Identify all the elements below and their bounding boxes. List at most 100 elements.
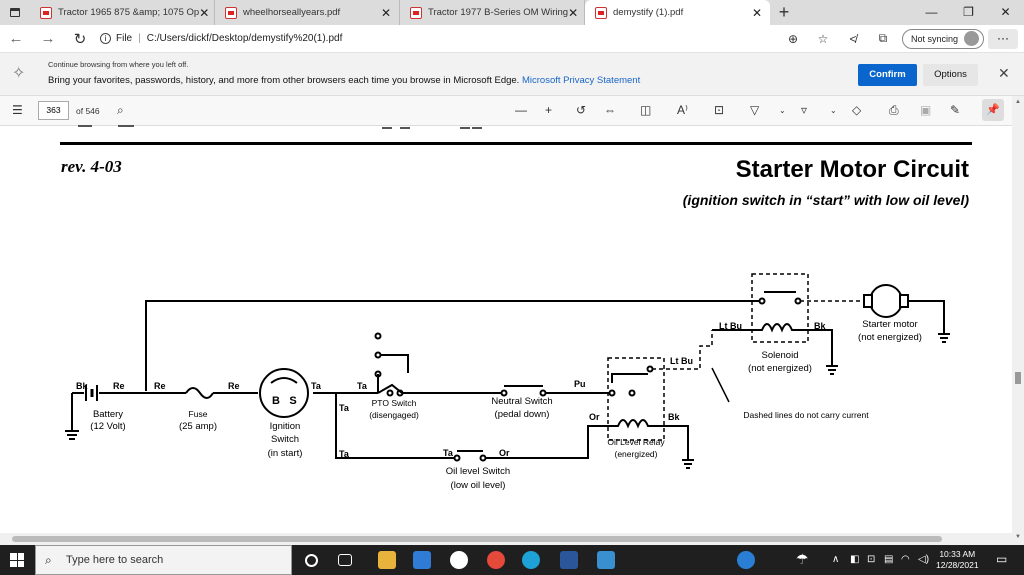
confirm-button[interactable]: Confirm [858,64,917,86]
minimize-icon[interactable]: — [925,5,938,19]
photos-icon[interactable] [597,551,615,569]
favorites-icon[interactable]: ≮ [849,31,857,46]
task-view-icon[interactable] [338,554,352,566]
neutral-switch-label: Neutral Switch [491,396,552,407]
ignition-state-label: (in start) [268,448,303,459]
clock-time: 10:33 AM [939,549,976,559]
favorite-star-icon[interactable]: ☆ [817,31,829,46]
word-icon[interactable] [560,551,578,569]
scroll-up-icon[interactable]: ▲ [1015,99,1021,105]
chrome-icon[interactable] [487,551,505,569]
erase-icon[interactable]: ◇ [852,103,862,117]
chevron-up-icon[interactable]: ∧ [832,554,840,565]
oil-level-relay-symbol [607,330,713,441]
s-terminal-label: S [289,395,296,407]
taskbar-search-input[interactable]: ⌕ Type here to search [35,545,292,575]
options-button[interactable]: Options [923,64,978,86]
forward-icon[interactable]: → [40,30,56,47]
tab-4-active[interactable]: demystify (1).pdf ✕ [585,0,770,25]
chevron-down-icon[interactable]: ⌄ [830,106,837,115]
read-aloud-icon[interactable]: A⁾ [677,103,688,117]
close-icon[interactable]: ✕ [751,5,763,20]
tab-3[interactable]: Tractor 1977 B-Series OM Wiring ✕ [400,0,585,25]
starter-motor-symbol [863,284,945,334]
zoom-in-icon[interactable]: + [545,103,553,117]
windows-start-icon[interactable] [10,553,24,567]
wire-label: Ta [339,403,350,413]
refresh-icon[interactable]: ↻ [73,30,87,48]
page-number-input[interactable]: 363 [38,101,69,120]
page-view-icon[interactable]: ◫ [640,103,652,117]
chevron-down-icon[interactable]: ⌄ [779,106,786,115]
address-icons: ⊕ ☆ ≮ ⧉ [778,31,898,46]
profile-button[interactable]: Not syncing [901,28,984,49]
save-icon[interactable]: ▣ [920,103,932,117]
starter-motor-state: (not energized) [858,332,922,343]
weather-icon[interactable]: ☂ [796,551,809,567]
header-rule [60,142,972,145]
file-explorer-icon[interactable] [378,551,396,569]
close-window-icon[interactable]: ✕ [1000,5,1011,19]
tab-1[interactable]: Tractor 1965 875 &amp; 1075 Op ✕ [30,0,215,25]
ignition-label-2: Switch [271,434,299,445]
privacy-link[interactable]: Microsoft Privacy Statement [521,75,641,86]
page-top-fragment [78,125,482,129]
scroll-thumb[interactable] [12,536,942,542]
zoom-icon[interactable]: ⊕ [787,31,798,46]
solenoid-symbol [751,273,866,343]
rotate-icon[interactable]: ↺ [576,103,587,117]
search-icon[interactable]: ⌕ [117,103,124,117]
new-tab-button[interactable]: + [778,2,790,22]
taskbar: ⌕ Type here to search ☂ ∧ ◧ ⊡ ▤ ◠ ◁) 10:… [0,545,1024,575]
close-icon[interactable]: ✕ [380,5,392,20]
back-icon[interactable]: ← [8,30,24,47]
draw-icon[interactable]: ▽ [750,103,760,117]
highlight-icon[interactable]: ▿ [801,103,808,117]
tray-icon[interactable]: ◧ [850,554,860,565]
close-icon[interactable]: ✕ [568,5,579,20]
tray-icon[interactable]: ⊡ [867,554,876,565]
scroll-down-icon[interactable]: ▼ [1015,534,1021,540]
wire-labels: Bk Re Re Re Ta Ta Ta Ta Ta Or Pu Or Bk B… [76,321,826,459]
info-icon[interactable]: i [100,33,111,44]
vertical-scrollbar[interactable]: ▲ ▼ [1012,96,1024,545]
pin-icon[interactable]: 📌 [982,99,1004,121]
print-icon[interactable]: ⎙ [889,103,899,117]
more-button[interactable]: ··· [988,28,1018,49]
scroll-thumb[interactable] [1015,372,1021,384]
window-controls: — ❐ ✕ [913,0,1024,25]
url-field[interactable]: i File | C:/Users/dickf/Desktop/demystif… [100,28,778,50]
help-icon[interactable] [737,551,755,569]
volume-icon[interactable]: ◁) [918,554,930,565]
wire-label: Ta [311,381,322,391]
tab-actions-button[interactable] [0,0,30,25]
collections-icon[interactable]: ⧉ [878,31,888,45]
wifi-icon[interactable]: ◠ [901,554,910,565]
notification-caption: Continue browsing from where you left of… [48,60,189,69]
oil-relay-state: (energized) [615,449,658,459]
cortana-icon[interactable] [305,554,318,567]
close-icon[interactable]: ✕ [998,65,1010,81]
notifications-icon[interactable]: ▭ [996,552,1008,566]
clock[interactable]: 10:33 AM 12/28/2021 [936,549,979,571]
contents-icon[interactable]: ☰ [12,103,23,117]
oil-relay-label: Oil Level Relay [607,437,665,447]
oil-level-switch-label: Oil level Switch [446,466,510,477]
url-prefix: File [116,33,133,44]
horizontal-scrollbar[interactable] [0,533,1012,545]
restore-icon[interactable]: ❐ [963,5,974,19]
profile-label: Not syncing [910,33,958,44]
text-icon[interactable]: ⊡ [714,103,725,117]
mail-icon[interactable] [413,551,431,569]
fit-page-icon[interactable]: ⇔ [604,103,616,117]
starter-motor-label: Starter motor [862,319,917,330]
app-icon[interactable] [450,551,468,569]
zoom-out-icon[interactable]: — [515,103,527,117]
close-icon[interactable]: ✕ [199,5,210,20]
network-icon[interactable]: ▤ [884,554,894,565]
edge-icon[interactable] [522,551,540,569]
save-as-icon[interactable]: ✎ [950,103,961,117]
tab-2[interactable]: wheelhorseallyears.pdf ✕ [215,0,400,25]
fuse-symbol [185,387,214,399]
notification-message: Bring your favorites, passwords, history… [48,75,520,86]
